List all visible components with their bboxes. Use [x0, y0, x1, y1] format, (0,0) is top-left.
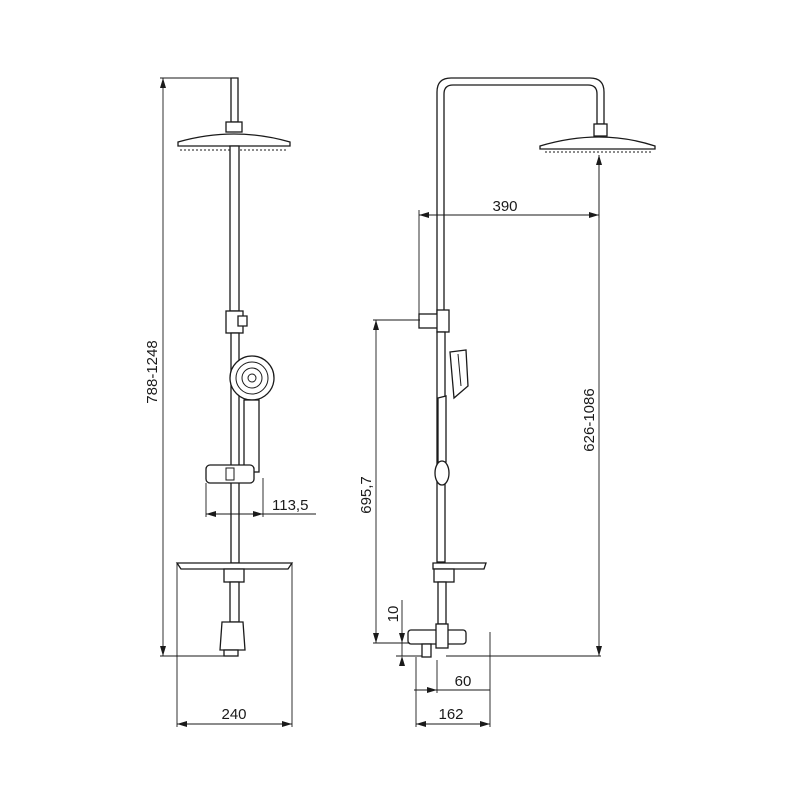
dim-bar-height: 626-1086 [581, 388, 598, 451]
front-hand-shower-handle [243, 399, 260, 473]
front-diverter-knob [237, 315, 248, 327]
front-upper-pipe [229, 145, 240, 312]
dim-arm-length: 390 [492, 198, 517, 215]
dim-bracket-height: 695,7 [358, 476, 375, 514]
side-shelf [432, 562, 487, 570]
front-lower-pipe [229, 581, 240, 623]
side-mixer-inlet [421, 643, 432, 658]
side-dimensions: 390 626-1086 695,7 10 60 162 [358, 155, 602, 727]
side-hand-shower-handle [437, 395, 447, 463]
front-top-arm [230, 77, 239, 123]
side-arm [436, 77, 605, 317]
dim-inlet-projection: 60 [455, 673, 472, 690]
dim-width: 240 [221, 706, 246, 723]
front-hand-shower-face [229, 355, 275, 401]
front-view [175, 77, 294, 657]
side-holder-knob [434, 460, 450, 486]
side-head-connector [593, 123, 608, 137]
side-lower-pipe [437, 581, 447, 625]
side-shelf-collar [433, 568, 455, 583]
side-hand-shower-head [449, 349, 469, 400]
front-rain-head [177, 133, 291, 147]
front-head-connector [225, 121, 243, 133]
front-shelf [175, 562, 294, 570]
dim-depth: 162 [438, 706, 463, 723]
dim-total-height: 788-1248 [144, 340, 161, 403]
dim-holder-offset: 113,5 [272, 497, 308, 514]
dim-outlet-offset: 10 [385, 606, 402, 623]
side-view [407, 77, 656, 658]
front-dimensions: 788-1248 113,5 240 [144, 77, 316, 727]
front-mixer-body [219, 621, 246, 651]
side-rain-head [539, 136, 656, 150]
side-mixer-handle [435, 623, 449, 649]
front-shelf-collar [223, 568, 245, 583]
front-holder-slider [205, 464, 255, 484]
front-mixer-outlet [223, 649, 239, 657]
